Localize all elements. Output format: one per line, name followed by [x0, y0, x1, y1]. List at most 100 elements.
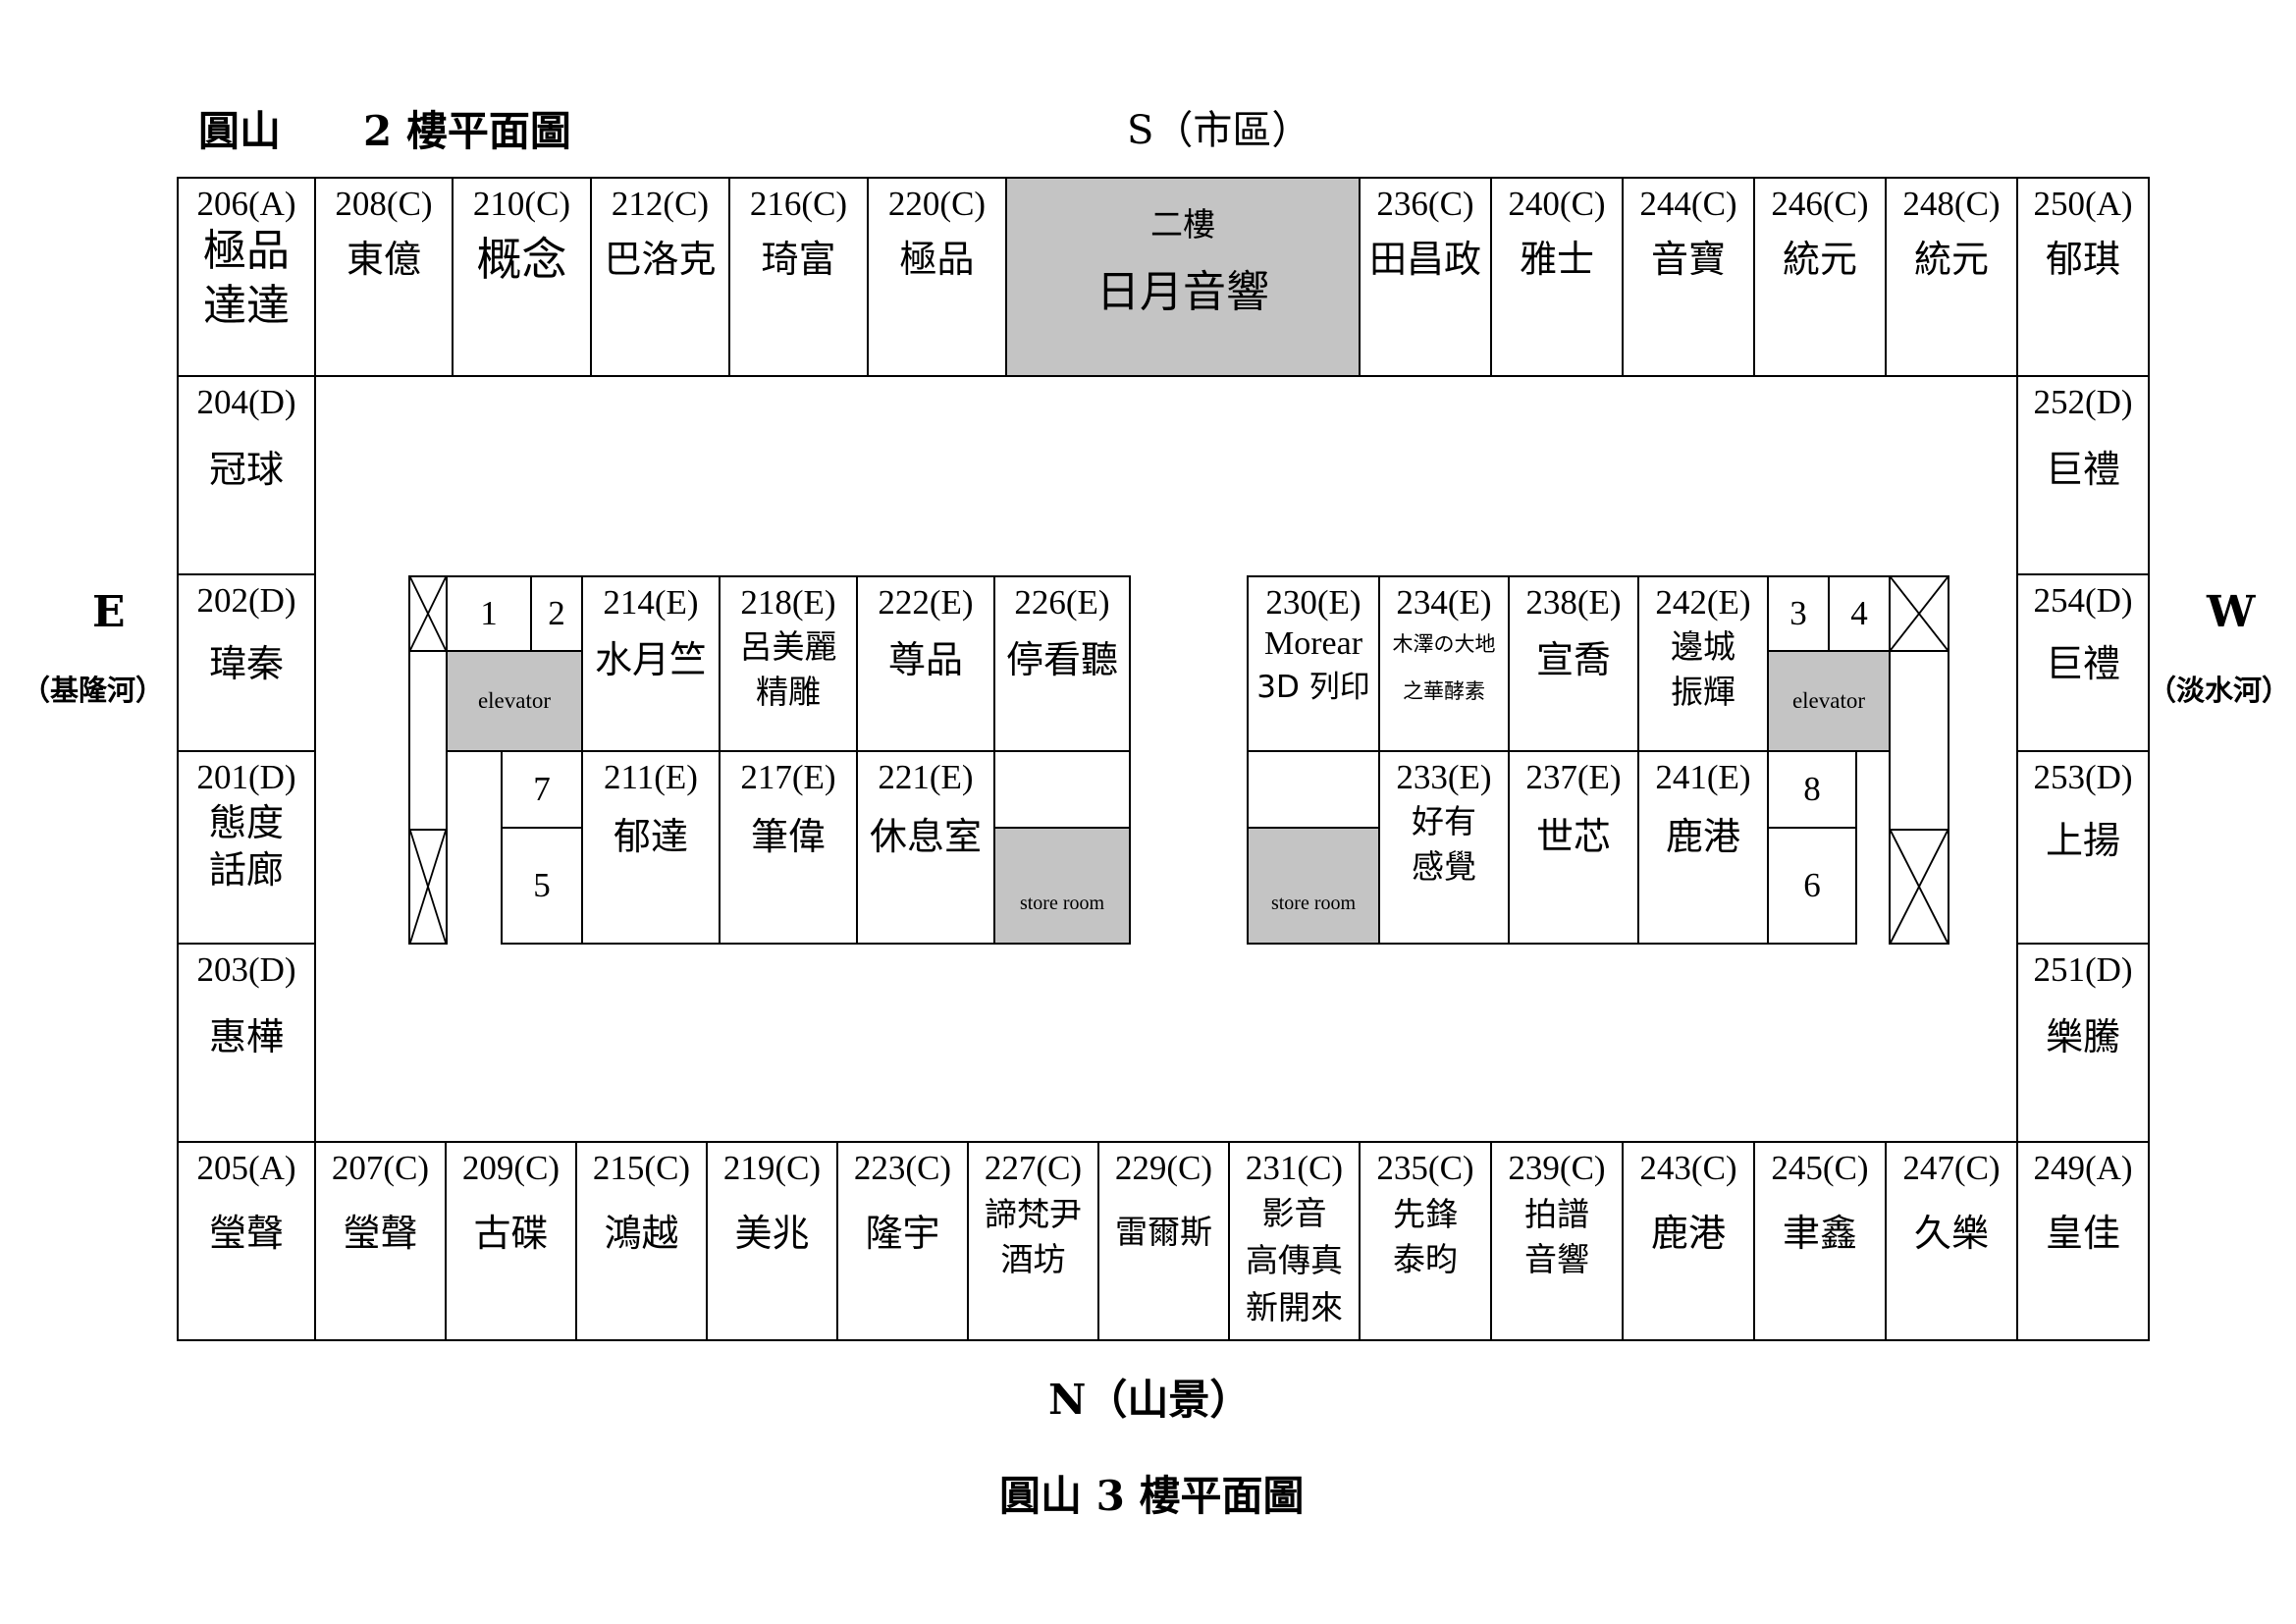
booth-name: 聿鑫 — [1782, 1212, 1857, 1255]
booth-252[interactable]: 252(D) 巨禮 — [2016, 375, 2150, 575]
booth-203[interactable]: 203(D) 惠樺 — [177, 943, 316, 1143]
booth-212[interactable]: 212(C) 巴洛克 — [590, 177, 730, 377]
booth-name: 3D 列印 — [1256, 670, 1370, 705]
room-8: 8 — [1767, 750, 1857, 829]
booth-240[interactable]: 240(C) 雅士 — [1490, 177, 1624, 377]
booth-name: 好有 — [1412, 802, 1476, 840]
booth-202[interactable]: 202(D) 瑋秦 — [177, 573, 316, 752]
booth-227[interactable]: 227(C) 諦梵尹 酒坊 — [967, 1141, 1099, 1341]
booth-name: 極品 — [899, 238, 975, 281]
booth-name: 木澤の大地 — [1392, 632, 1496, 656]
booth-name: 先鋒 — [1393, 1195, 1458, 1233]
booth-234[interactable]: 234(E) 木澤の大地 之華酵素 — [1378, 575, 1510, 752]
booth-204[interactable]: 204(D) 冠球 — [177, 375, 316, 575]
stair-icon — [1889, 829, 1949, 945]
elevator-right: elevator — [1767, 650, 1891, 752]
booth-237[interactable]: 237(E) 世芯 — [1508, 750, 1639, 945]
booth-name: 雷爾斯 — [1115, 1213, 1212, 1251]
compass-west: W — [2207, 587, 2256, 637]
floor-title: 圓山 2 樓平面圖 — [198, 107, 571, 155]
booth-216[interactable]: 216(C) 琦富 — [728, 177, 869, 377]
booth-number: 238(E) — [1525, 583, 1622, 622]
booth-219[interactable]: 219(C) 美兆 — [706, 1141, 838, 1341]
booth-251[interactable]: 251(D) 樂騰 — [2016, 943, 2150, 1143]
booth-201[interactable]: 201(D) 態度 話廊 — [177, 750, 316, 945]
booth-name: Morear — [1263, 625, 1363, 662]
booth-name: 拍譜 — [1524, 1195, 1589, 1233]
booth-220[interactable]: 220(C) 極品 — [867, 177, 1007, 377]
booth-number: 204(D) — [196, 383, 296, 421]
stair-icon — [1889, 575, 1949, 652]
booth-254[interactable]: 254(D) 巨禮 — [2016, 573, 2150, 752]
booth-223[interactable]: 223(C) 隆宇 — [836, 1141, 969, 1341]
booth-name: 音寶 — [1650, 238, 1726, 281]
booth-233[interactable]: 233(E) 好有 感覺 — [1378, 750, 1510, 945]
elevator-number: 3 — [1789, 594, 1807, 632]
booth-214[interactable]: 214(E) 水月竺 — [581, 575, 721, 752]
booth-249[interactable]: 249(A) 皇佳 — [2016, 1141, 2150, 1341]
booth-241[interactable]: 241(E) 鹿港 — [1637, 750, 1769, 945]
booth-name: 郁琪 — [2045, 238, 2120, 281]
compass-east-sub: （基隆河） — [22, 674, 165, 707]
booth-243[interactable]: 243(C) 鹿港 — [1622, 1141, 1755, 1341]
booth-name: 新開來 — [1246, 1288, 1343, 1326]
booth-number: 二樓 — [1150, 205, 1215, 244]
booth-226[interactable]: 226(E) 停看聽 — [993, 575, 1131, 752]
booth-name: 皇佳 — [2045, 1212, 2120, 1255]
booth-222[interactable]: 222(E) 尊品 — [856, 575, 995, 752]
stair-icon — [408, 575, 448, 652]
booth-247[interactable]: 247(C) 久樂 — [1885, 1141, 2018, 1341]
floor-title-bottom: 圓山 3 樓平面圖 — [999, 1472, 1305, 1520]
booth-211[interactable]: 211(E) 郁達 — [581, 750, 721, 945]
booth-number: 243(C) — [1639, 1149, 1737, 1187]
booth-218[interactable]: 218(E) 呂美麗 精雕 — [719, 575, 858, 752]
booth-235[interactable]: 235(C) 先鋒 泰昀 — [1359, 1141, 1492, 1341]
booth-246[interactable]: 246(C) 統元 — [1753, 177, 1887, 377]
booth-236[interactable]: 236(C) 田昌政 — [1359, 177, 1492, 377]
booth-245[interactable]: 245(C) 聿鑫 — [1753, 1141, 1887, 1341]
compass-south: S（市區） — [1127, 108, 1311, 153]
booth-number: 248(C) — [1902, 185, 2001, 223]
booth-name: 田昌政 — [1368, 238, 1481, 281]
booth-name: 達達 — [203, 281, 290, 331]
booth-name: 感覺 — [1412, 847, 1476, 886]
booth-250[interactable]: 250(A) 郁琪 — [2016, 177, 2150, 377]
booth-238[interactable]: 238(E) 宣喬 — [1508, 575, 1639, 752]
booth-242[interactable]: 242(E) 邊城 振輝 — [1637, 575, 1769, 752]
booth-210[interactable]: 210(C) 概念 — [452, 177, 592, 377]
booth-206[interactable]: 206(A) 極品 達達 — [177, 177, 316, 377]
booth-209[interactable]: 209(C) 古碟 — [445, 1141, 577, 1341]
booth-number: 214(E) — [603, 583, 699, 622]
booth-second-floor-sun-moon-audio[interactable]: 二樓 日月音響 — [1005, 177, 1361, 377]
booth-230[interactable]: 230(E) Morear 3D 列印 — [1247, 575, 1380, 752]
booth-208[interactable]: 208(C) 東億 — [314, 177, 454, 377]
booth-number: 222(E) — [878, 583, 974, 622]
booth-name: 之華酵素 — [1403, 679, 1485, 703]
booth-207[interactable]: 207(C) 瑩聲 — [314, 1141, 447, 1341]
booth-name: 水月竺 — [594, 638, 707, 681]
booth-221[interactable]: 221(E) 休息室 — [856, 750, 995, 945]
booth-229[interactable]: 229(C) 雷爾斯 — [1097, 1141, 1230, 1341]
booth-248[interactable]: 248(C) 統元 — [1885, 177, 2018, 377]
booth-number: 205(A) — [196, 1149, 296, 1187]
booth-name: 呂美麗 — [739, 627, 837, 666]
booth-name: 雅士 — [1519, 238, 1594, 281]
booth-number: 247(C) — [1902, 1149, 2001, 1187]
booth-244[interactable]: 244(C) 音寶 — [1622, 177, 1755, 377]
booth-number: 209(C) — [461, 1149, 561, 1187]
room-number: 8 — [1803, 770, 1821, 808]
booth-name: 瑋秦 — [208, 642, 284, 685]
booth-name: 統元 — [1913, 238, 1989, 281]
elevator-3: 3 — [1767, 575, 1830, 652]
booth-name: 冠球 — [208, 448, 284, 491]
elevator-number: 2 — [548, 594, 565, 632]
booth-205[interactable]: 205(A) 瑩聲 — [177, 1141, 316, 1341]
booth-231[interactable]: 231(C) 影音 高傳真 新開來 — [1228, 1141, 1361, 1341]
room-5: 5 — [501, 827, 583, 945]
booth-217[interactable]: 217(E) 筆偉 — [719, 750, 858, 945]
booth-239[interactable]: 239(C) 拍譜 音響 — [1490, 1141, 1624, 1341]
booth-number: 220(C) — [887, 185, 987, 223]
elevator-number: 4 — [1850, 594, 1868, 632]
booth-253[interactable]: 253(D) 上揚 — [2016, 750, 2150, 945]
booth-215[interactable]: 215(C) 鴻越 — [575, 1141, 708, 1341]
